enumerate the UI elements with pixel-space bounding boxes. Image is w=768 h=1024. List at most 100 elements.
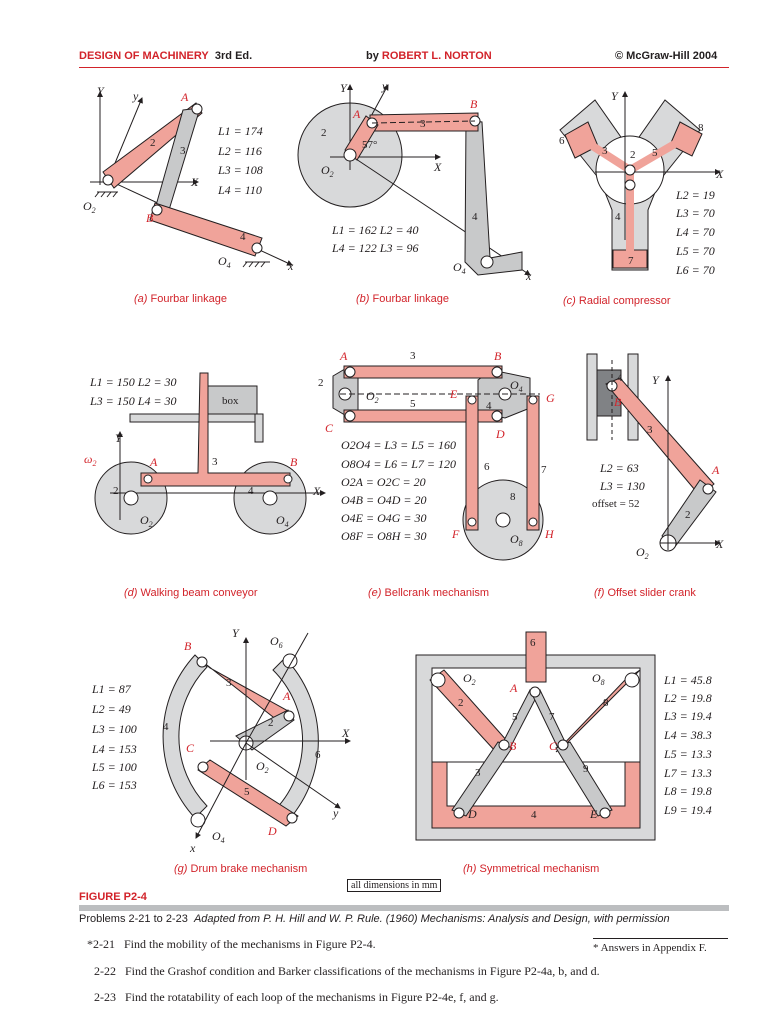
svg-text:Y: Y <box>232 626 240 640</box>
svg-text:L2 = 19: L2 = 19 <box>675 188 715 202</box>
svg-text:O2: O2 <box>83 199 96 215</box>
svg-text:E: E <box>449 387 458 401</box>
svg-text:L1 = 87: L1 = 87 <box>91 682 132 696</box>
dimensions-note: all dimensions in mm <box>347 879 442 892</box>
svg-text:5: 5 <box>652 147 658 159</box>
svg-text:C: C <box>186 741 195 755</box>
edition: 3rd Ed. <box>214 50 253 62</box>
svg-text:H: H <box>544 527 555 541</box>
angle-label: 57° <box>362 139 377 151</box>
source-note: Adapted from P. H. Hill and W. P. Rule. … <box>193 913 670 925</box>
svg-text:2: 2 <box>113 485 119 497</box>
svg-text:L4 = 110: L4 = 110 <box>217 183 262 197</box>
svg-text:4: 4 <box>617 372 623 384</box>
svg-text:2: 2 <box>318 377 324 389</box>
book-title: DESIGN OF MACHINERY <box>79 50 209 62</box>
svg-text:Y: Y <box>340 81 348 95</box>
svg-text:2: 2 <box>150 137 156 149</box>
svg-text:9: 9 <box>583 763 589 775</box>
svg-text:y: y <box>381 79 388 93</box>
svg-text:6: 6 <box>484 461 490 473</box>
svg-text:O4B = O4D = 20: O4B = O4D = 20 <box>341 493 427 507</box>
svg-text:L3 = 19.4: L3 = 19.4 <box>663 709 712 723</box>
panel-e-caption: (e) Bellcrank mechanism <box>368 587 489 599</box>
svg-text:3: 3 <box>420 118 426 130</box>
svg-text:L1 = 150 L2 = 30: L1 = 150 L2 = 30 <box>89 375 177 389</box>
svg-text:A: A <box>509 681 518 695</box>
svg-text:L5 = 70: L5 = 70 <box>675 244 715 258</box>
svg-text:2: 2 <box>268 717 274 729</box>
svg-text:D: D <box>495 427 505 441</box>
svg-text:A: A <box>180 90 189 104</box>
svg-text:O6: O6 <box>270 634 283 650</box>
panel-b-lengths: L1 = 162 L2 = 40 L4 = 122 L3 = 96 <box>331 223 419 255</box>
svg-text:5: 5 <box>512 711 518 723</box>
svg-text:G: G <box>546 391 555 405</box>
svg-text:X: X <box>715 167 724 181</box>
svg-text:D: D <box>267 824 277 838</box>
svg-text:8: 8 <box>510 491 516 503</box>
svg-text:B: B <box>509 739 517 753</box>
svg-text:7: 7 <box>541 464 547 476</box>
svg-text:5: 5 <box>410 398 416 410</box>
divider-bar <box>79 905 729 911</box>
svg-text:3: 3 <box>212 456 218 468</box>
svg-text:L9 = 19.4: L9 = 19.4 <box>663 803 712 817</box>
svg-text:X: X <box>715 537 724 551</box>
svg-text:4: 4 <box>240 231 246 243</box>
svg-text:C: C <box>549 739 558 753</box>
svg-text:L2 = 63: L2 = 63 <box>599 461 639 475</box>
author-name: ROBERT L. NORTON <box>381 50 492 62</box>
svg-text:L3 = 108: L3 = 108 <box>217 163 263 177</box>
svg-text:D: D <box>467 807 477 821</box>
svg-text:L4 = 70: L4 = 70 <box>675 225 715 239</box>
panel-f-lengths: L2 = 63 L3 = 130 offset = 52 <box>592 461 645 510</box>
svg-text:O2: O2 <box>256 759 269 775</box>
svg-text:X: X <box>190 175 199 189</box>
svg-text:L8 = 19.8: L8 = 19.8 <box>663 784 712 798</box>
svg-text:L4 = 38.3: L4 = 38.3 <box>663 728 712 742</box>
svg-text:x: x <box>287 259 294 273</box>
svg-text:B: B <box>494 349 502 363</box>
panel-g-drawing: YX yx BA CD 32 465 O6 O2 O4 <box>162 626 351 855</box>
panel-c-lengths: L2 = 19 L3 = 70 L4 = 70 L5 = 70 L6 = 70 <box>675 188 715 277</box>
svg-text:4: 4 <box>486 400 492 412</box>
by-word: by <box>366 50 379 62</box>
svg-text:X: X <box>312 484 321 498</box>
svg-text:L3 = 70: L3 = 70 <box>675 206 715 220</box>
panel-a-caption: (a) Fourbar linkage <box>134 293 227 305</box>
svg-text:Y: Y <box>652 373 660 387</box>
header-copyright: © McGraw-Hill 2004 <box>615 50 718 62</box>
svg-text:2: 2 <box>685 509 691 521</box>
svg-text:L2 = 49: L2 = 49 <box>91 702 131 716</box>
svg-text:3: 3 <box>226 677 232 689</box>
problems-source-line: Problems 2-21 to 2-23 Adapted from P. H.… <box>79 913 670 925</box>
svg-text:O4: O4 <box>218 254 231 270</box>
svg-text:O2: O2 <box>636 545 649 561</box>
svg-text:L5 = 100: L5 = 100 <box>91 760 137 774</box>
svg-text:6: 6 <box>530 637 536 649</box>
svg-text:A: A <box>352 107 361 121</box>
svg-text:y: y <box>332 806 339 820</box>
panel-d-caption: (d) Walking beam conveyor <box>124 587 258 599</box>
svg-text:C: C <box>325 421 334 435</box>
panel-c-caption: (c) Radial compressor <box>563 295 671 307</box>
svg-text:3: 3 <box>410 350 416 362</box>
svg-text:3: 3 <box>647 424 653 436</box>
svg-text:L3 = 130: L3 = 130 <box>599 479 645 493</box>
svg-text:L2 = 116: L2 = 116 <box>217 144 262 158</box>
svg-text:A: A <box>711 463 720 477</box>
svg-text:L6 = 153: L6 = 153 <box>91 778 137 792</box>
svg-text:B: B <box>290 455 298 469</box>
svg-text:O2: O2 <box>366 389 379 405</box>
svg-text:L1 = 162 L2 = 40: L1 = 162 L2 = 40 <box>331 223 419 237</box>
question-2-21: *2-21 Find the mobility of the mechanism… <box>87 937 376 951</box>
svg-text:x: x <box>189 841 196 855</box>
svg-text:Y: Y <box>115 431 123 445</box>
panel-f-caption: (f) Offset slider crank <box>594 587 696 599</box>
svg-text:B: B <box>146 211 154 225</box>
svg-text:L3 = 100: L3 = 100 <box>91 722 137 736</box>
svg-text:L5 = 13.3: L5 = 13.3 <box>663 747 712 761</box>
